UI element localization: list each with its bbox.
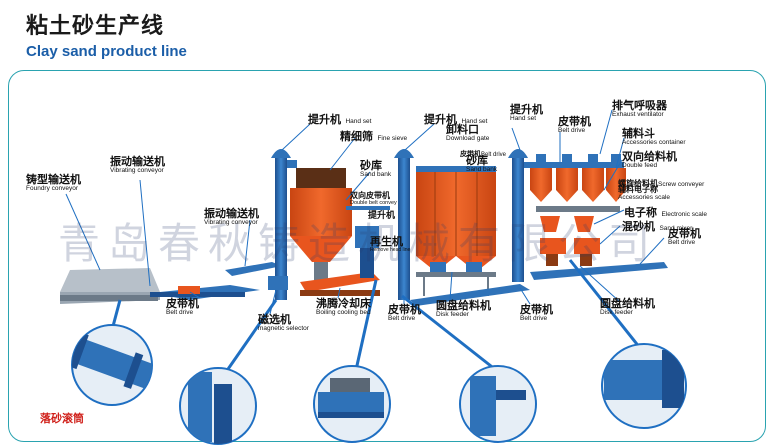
page-subtitle: Clay sand product line	[26, 43, 187, 60]
vibrating-conveyor-2	[225, 262, 282, 276]
label-hand-set-small: 提升机	[368, 211, 396, 221]
label-sand-mixer: 混砂机 Sand mixer	[622, 220, 693, 233]
detail-disk-feeder	[459, 365, 537, 443]
fine-sieve-bin	[290, 168, 352, 280]
leader-lines	[65, 109, 665, 315]
detail-magnetic-selector	[179, 367, 257, 445]
diagram-frame	[8, 70, 766, 442]
label-fine-sieve: 精细筛 Fine sieve	[340, 130, 408, 143]
callout-lines	[110, 259, 642, 373]
belt-drive-1	[178, 286, 200, 294]
caption-drum: 落砂滚筒	[40, 412, 84, 425]
bucket-elevator-1	[271, 149, 297, 300]
label-hand-set-1: 提升机 Hand set	[308, 113, 372, 126]
belt-drive-output	[530, 262, 668, 280]
foundry-conveyor	[60, 268, 160, 304]
scales-and-mixers	[536, 206, 620, 266]
belt-drive-line	[410, 284, 530, 306]
reclaimer-unit	[355, 226, 379, 278]
magnetic-selector	[268, 276, 288, 290]
label-screw-conveyor: 螺旋给料机Screw conveyer	[618, 179, 705, 188]
label-electronic-scale: 电子称 Electronic scale	[624, 206, 707, 219]
vibrating-conveyor-1	[150, 285, 260, 300]
detail-drum	[71, 324, 153, 406]
page-title: 粘土砂生产线	[26, 14, 165, 39]
disk-feeder-1	[430, 262, 482, 272]
accessories-hoppers	[524, 154, 626, 202]
label-belt-drive-small: 皮带机Belt drive	[460, 150, 507, 159]
bucket-elevator-3	[508, 149, 528, 282]
label-hand-set-2: 提升机 Hand set	[424, 113, 488, 126]
bucket-elevator-2	[394, 149, 414, 300]
detail-sand-mixer	[601, 343, 687, 429]
watermark-text: 青岛春秋铸造机械有限公司	[58, 219, 659, 268]
detail-cooling-bed	[313, 365, 391, 443]
double-belt-conveyor	[346, 206, 390, 210]
